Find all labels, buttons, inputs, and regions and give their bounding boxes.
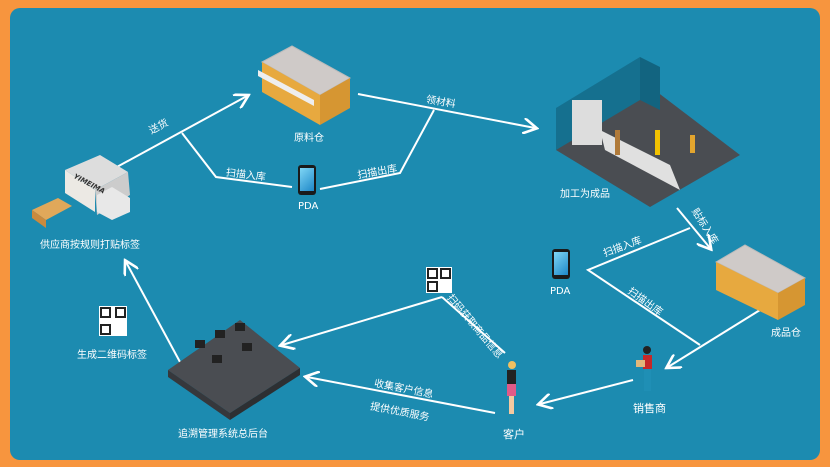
finished-warehouse-icon [714, 244, 807, 320]
pda-device-icon [552, 249, 570, 279]
raw-warehouse-icon [258, 45, 352, 125]
qr-code-icon [426, 267, 452, 293]
node-pda1-label: PDA [298, 201, 319, 212]
edge-scan-in-1 [181, 132, 293, 188]
seller-icon [636, 346, 652, 391]
edge-qr-backend [282, 296, 443, 345]
edge-seller-customer [540, 379, 634, 404]
customer-icon [507, 361, 516, 414]
node-qr-generate-label: 生成二维码标签 [77, 350, 147, 361]
edge-label-in [676, 207, 710, 248]
node-backend-label: 追溯管理系统总后台 [178, 429, 268, 440]
edge-scan-out-1 [319, 109, 435, 190]
edge-to-seller [668, 309, 761, 367]
node-seller-label: 销售商 [633, 402, 666, 415]
edge-get-material [357, 93, 535, 128]
backend-office-icon [168, 320, 300, 420]
node-finished-warehouse-label: 成品仓 [771, 328, 801, 339]
diagram-panel [10, 8, 820, 460]
pda-device-icon [298, 165, 316, 195]
node-factory-label: 加工为成品 [560, 189, 610, 200]
node-customer-label: 客户 [503, 428, 525, 441]
edge-scan-in-2 [585, 227, 701, 346]
edge-backend-supplier [126, 262, 181, 363]
factory-icon [556, 57, 740, 207]
truck-icon [32, 155, 130, 228]
edge-deliver [114, 96, 247, 169]
qr-code-icon [99, 306, 127, 336]
node-supplier-label: 供应商按规则打贴标签 [40, 240, 140, 251]
edge-qr-customer [441, 296, 506, 354]
node-raw-warehouse-label: 原料仓 [294, 133, 324, 144]
node-pda2-label: PDA [550, 286, 571, 297]
edge-customer-backend [307, 377, 496, 414]
